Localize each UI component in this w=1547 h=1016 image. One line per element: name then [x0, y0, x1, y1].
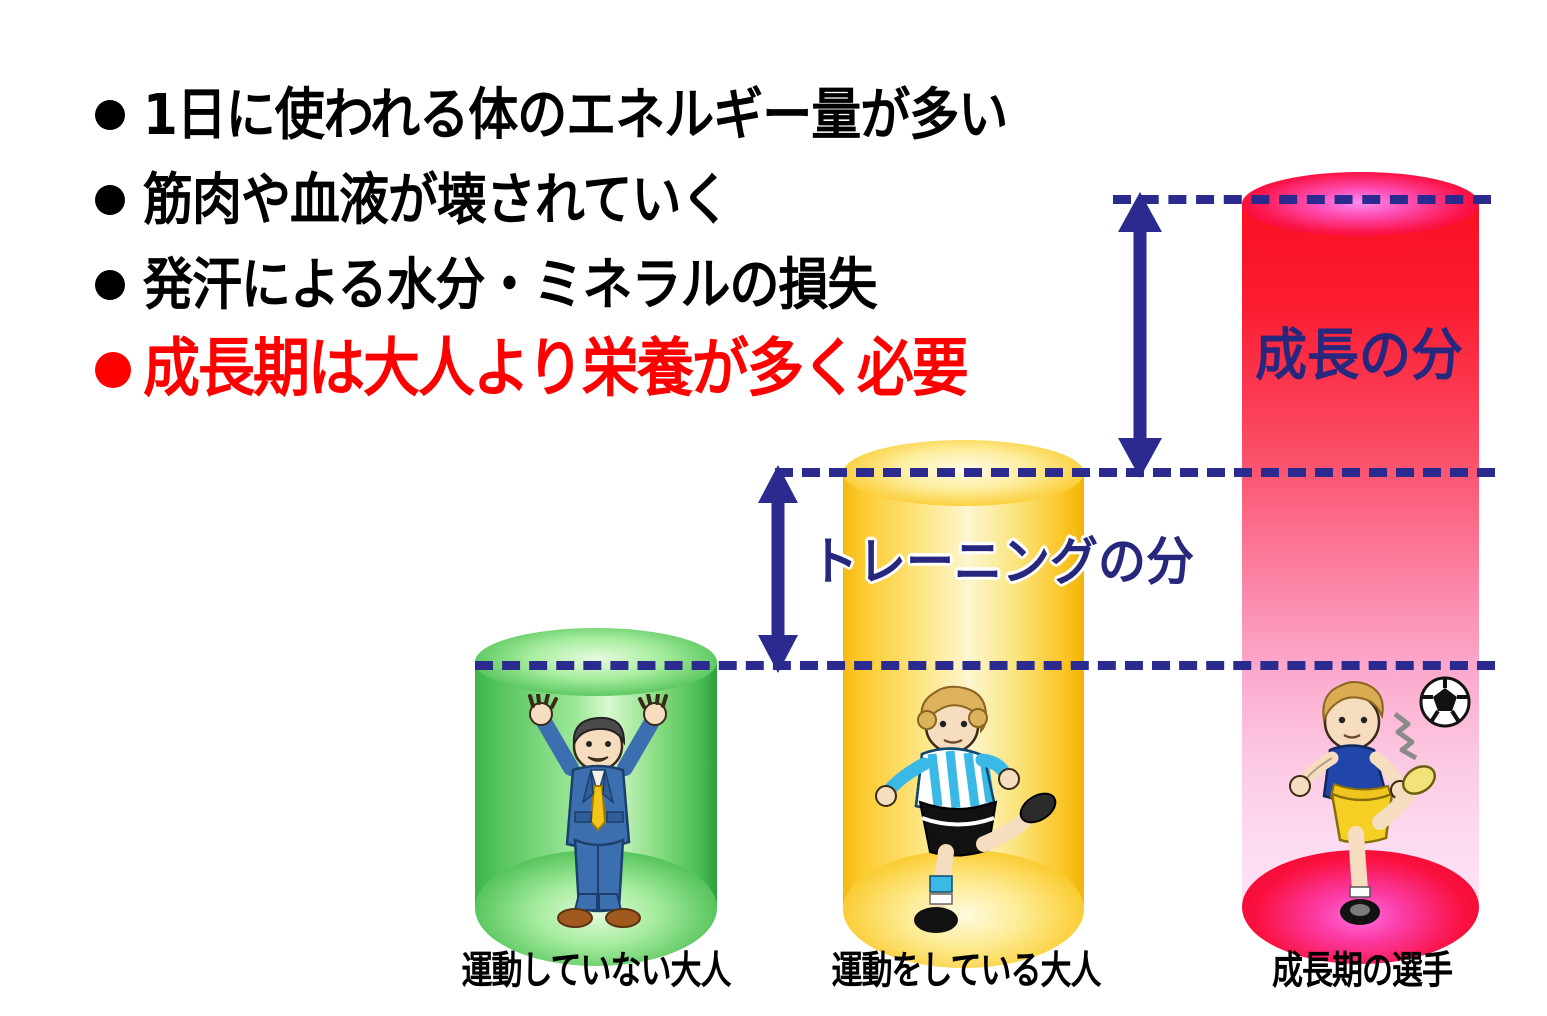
training-measure-arrow: [758, 465, 798, 673]
bar-caption-exercising-adult: 運動をしている大人: [831, 948, 1101, 994]
bar-base-ellipse: [843, 850, 1084, 968]
training-segment-label: トレーニングの分: [810, 531, 1195, 593]
growth-segment-label: 成長の分: [1255, 323, 1464, 389]
growing-child-soccer-player-figure: [1289, 676, 1471, 925]
adult-soccer-player-figure: [875, 685, 1057, 933]
bullet-dot-icon: [95, 99, 125, 130]
bullet-list: 1日に使われる体のエネルギー量が多い 筋肉や血液が壊されていく 発汗による水分・…: [95, 72, 1155, 412]
bullet-item-2-label: 筋肉や血液が壊されていく: [143, 167, 730, 232]
bullet-item-4: 成長期は大人より栄養が多く必要: [95, 327, 1155, 412]
bar-caption-growing-child: 成長期の選手: [1272, 948, 1453, 994]
bullet-item-3: 発汗による水分・ミネラルの損失: [95, 242, 1155, 327]
adult-not-exercising-figure: [528, 694, 668, 928]
bullet-item-1-label: 1日に使われる体のエネルギー量が多い: [143, 82, 1008, 147]
bullet-item-4-label: 成長期は大人より栄養が多く必要: [143, 331, 969, 406]
bullet-item-2: 筋肉や血液が壊されていく: [95, 157, 1155, 242]
bullet-dot-icon: [95, 184, 125, 215]
bullet-dot-icon-accent: [95, 351, 131, 388]
baseline-reference-line: [475, 661, 1495, 670]
growth-top-reference-line: [1113, 195, 1491, 204]
bar-top-ellipse: [1242, 172, 1479, 236]
growth-measure-arrow: [1118, 192, 1162, 478]
bar-caption-sedentary-adult: 運動していない大人: [461, 948, 731, 994]
bullet-item-1: 1日に使われる体のエネルギー量が多い: [95, 72, 1155, 157]
bullet-dot-icon: [95, 269, 125, 300]
bullet-item-3-label: 発汗による水分・ミネラルの損失: [143, 252, 877, 317]
training-top-reference-line: [775, 468, 1495, 477]
